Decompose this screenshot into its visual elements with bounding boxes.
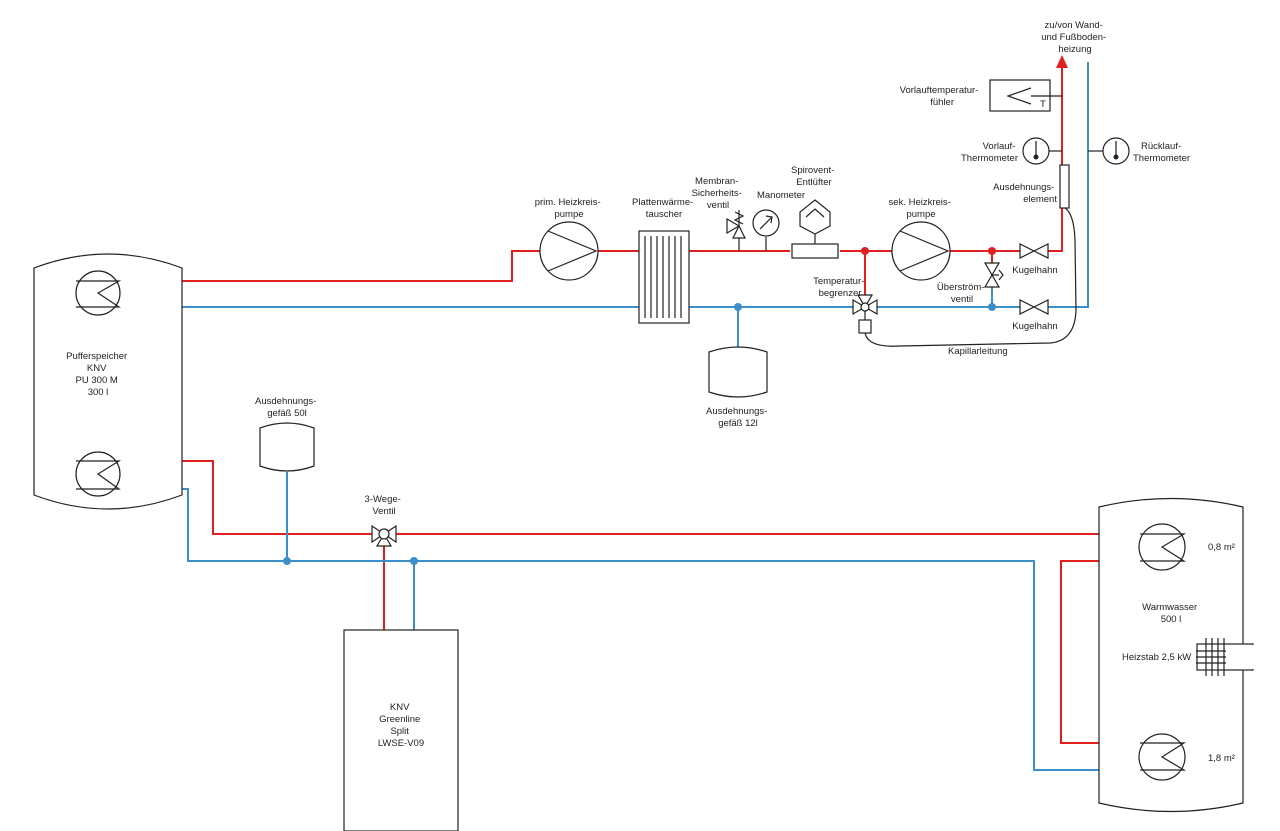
supply-temperature-sensor: T Vorlauftemperatur- fühler xyxy=(900,79,1062,112)
manometer-gauge: Manometer xyxy=(752,190,805,251)
expansion-vessel-50: Ausdehnungs- gefäß 50l xyxy=(255,396,319,472)
air-vent-label: Spirovent- Entlüfter xyxy=(791,165,837,188)
dhw-tank: 0,8 m² 1,8 m² Warmwasser 500 l Heizstab … xyxy=(1098,497,1255,813)
three-way-valve-label: 3-Wege- Ventil xyxy=(365,494,404,517)
spirovent-air-separator: Spirovent- Entlüfter xyxy=(791,165,839,259)
primary-circulation-pump: prim. Heizkreis- pumpe xyxy=(535,197,604,281)
pipe-lower-return xyxy=(120,488,1140,771)
junction-dot xyxy=(283,557,291,565)
expansion-element: Ausdehnungs- element xyxy=(993,164,1070,209)
temperature-limiter-valve: Temperatur- begrenzer xyxy=(813,276,878,334)
ball-valve-return: Kugelhahn xyxy=(1012,299,1058,332)
heat-pump-unit: KNV Greenline Split LWSE-V09 xyxy=(343,629,459,831)
heating-rod-label: Heizstab 2,5 kW xyxy=(1122,652,1191,663)
secondary-pump-label: sek. Heizkreis- pumpe xyxy=(889,197,954,220)
three-way-valve: 3-Wege- Ventil xyxy=(365,494,404,547)
coil-area-bottom: 1,8 m² xyxy=(1208,753,1235,764)
return-thermometer-label: Rücklauf- Thermometer xyxy=(1133,141,1190,164)
expansion-vessel-50-label: Ausdehnungs- gefäß 50l xyxy=(255,396,319,419)
plate-hx-label: Plattenwärme- tauscher xyxy=(632,197,696,220)
return-thermometer: Rücklauf- Thermometer xyxy=(1088,137,1190,165)
expansion-vessel-12: Ausdehnungs- gefäß 12l xyxy=(706,346,770,429)
temperature-limiter-label: Temperatur- begrenzer xyxy=(813,276,867,299)
expansion-element-label: Ausdehnungs- element xyxy=(993,182,1057,205)
pipe-buffer-supply xyxy=(120,250,540,282)
coil-icon xyxy=(1138,733,1187,781)
junction-dot xyxy=(861,247,869,255)
buffer-tank: Pufferspeicher KNV PU 300 M 300 l xyxy=(33,253,183,510)
coil-icon xyxy=(75,451,122,497)
junction-dot xyxy=(410,557,418,565)
plate-heat-exchanger: Plattenwärme- tauscher xyxy=(632,197,696,324)
supply-thermometer: Vorlauf- Thermometer xyxy=(961,137,1062,165)
heating-rod-icon xyxy=(1196,638,1255,676)
safety-valve-label: Membran- Sicherheits- ventil xyxy=(692,176,745,211)
coil-icon xyxy=(1138,523,1187,571)
ball-valve-supply-label: Kugelhahn xyxy=(1012,265,1057,276)
capillary-label: Kapillarleitung xyxy=(948,346,1008,357)
expansion-vessel-12-label: Ausdehnungs- gefäß 12l xyxy=(706,406,770,429)
primary-pump-label: prim. Heizkreis- pumpe xyxy=(535,197,604,220)
pipe-supply-riser xyxy=(1048,68,1063,252)
ball-valve-return-label: Kugelhahn xyxy=(1012,321,1057,332)
flow-arrow-icon xyxy=(1056,55,1068,68)
overflow-valve-label: Überström- ventil xyxy=(937,282,987,305)
junction-dot xyxy=(988,247,996,255)
coil-icon xyxy=(75,270,122,316)
junction-dot xyxy=(988,303,996,311)
junction-dot xyxy=(734,303,742,311)
dhw-tank-label: Warmwasser 500 l xyxy=(1142,602,1200,625)
sensor-letter: T xyxy=(1040,99,1046,110)
membrane-safety-valve: Membran- Sicherheits- ventil xyxy=(692,176,746,251)
secondary-circulation-pump: sek. Heizkreis- pumpe xyxy=(889,197,954,281)
floor-heating-label: zu/von Wand- und Fußboden- heizung xyxy=(1041,20,1109,55)
pipe-return-riser xyxy=(1048,62,1089,308)
heat-pump-label: KNV Greenline Split LWSE-V09 xyxy=(378,702,424,749)
ball-valve-supply: Kugelhahn xyxy=(1012,243,1058,276)
manometer-label: Manometer xyxy=(757,190,805,201)
supply-thermometer-label: Vorlauf- Thermometer xyxy=(961,141,1018,164)
overflow-valve: Überström- ventil xyxy=(937,262,1004,305)
supply-sensor-label: Vorlauftemperatur- fühler xyxy=(900,85,981,108)
capillary-line xyxy=(864,207,1077,347)
buffer-tank-label: Pufferspeicher KNV PU 300 M 300 l xyxy=(66,351,130,398)
coil-area-top: 0,8 m² xyxy=(1208,542,1235,553)
